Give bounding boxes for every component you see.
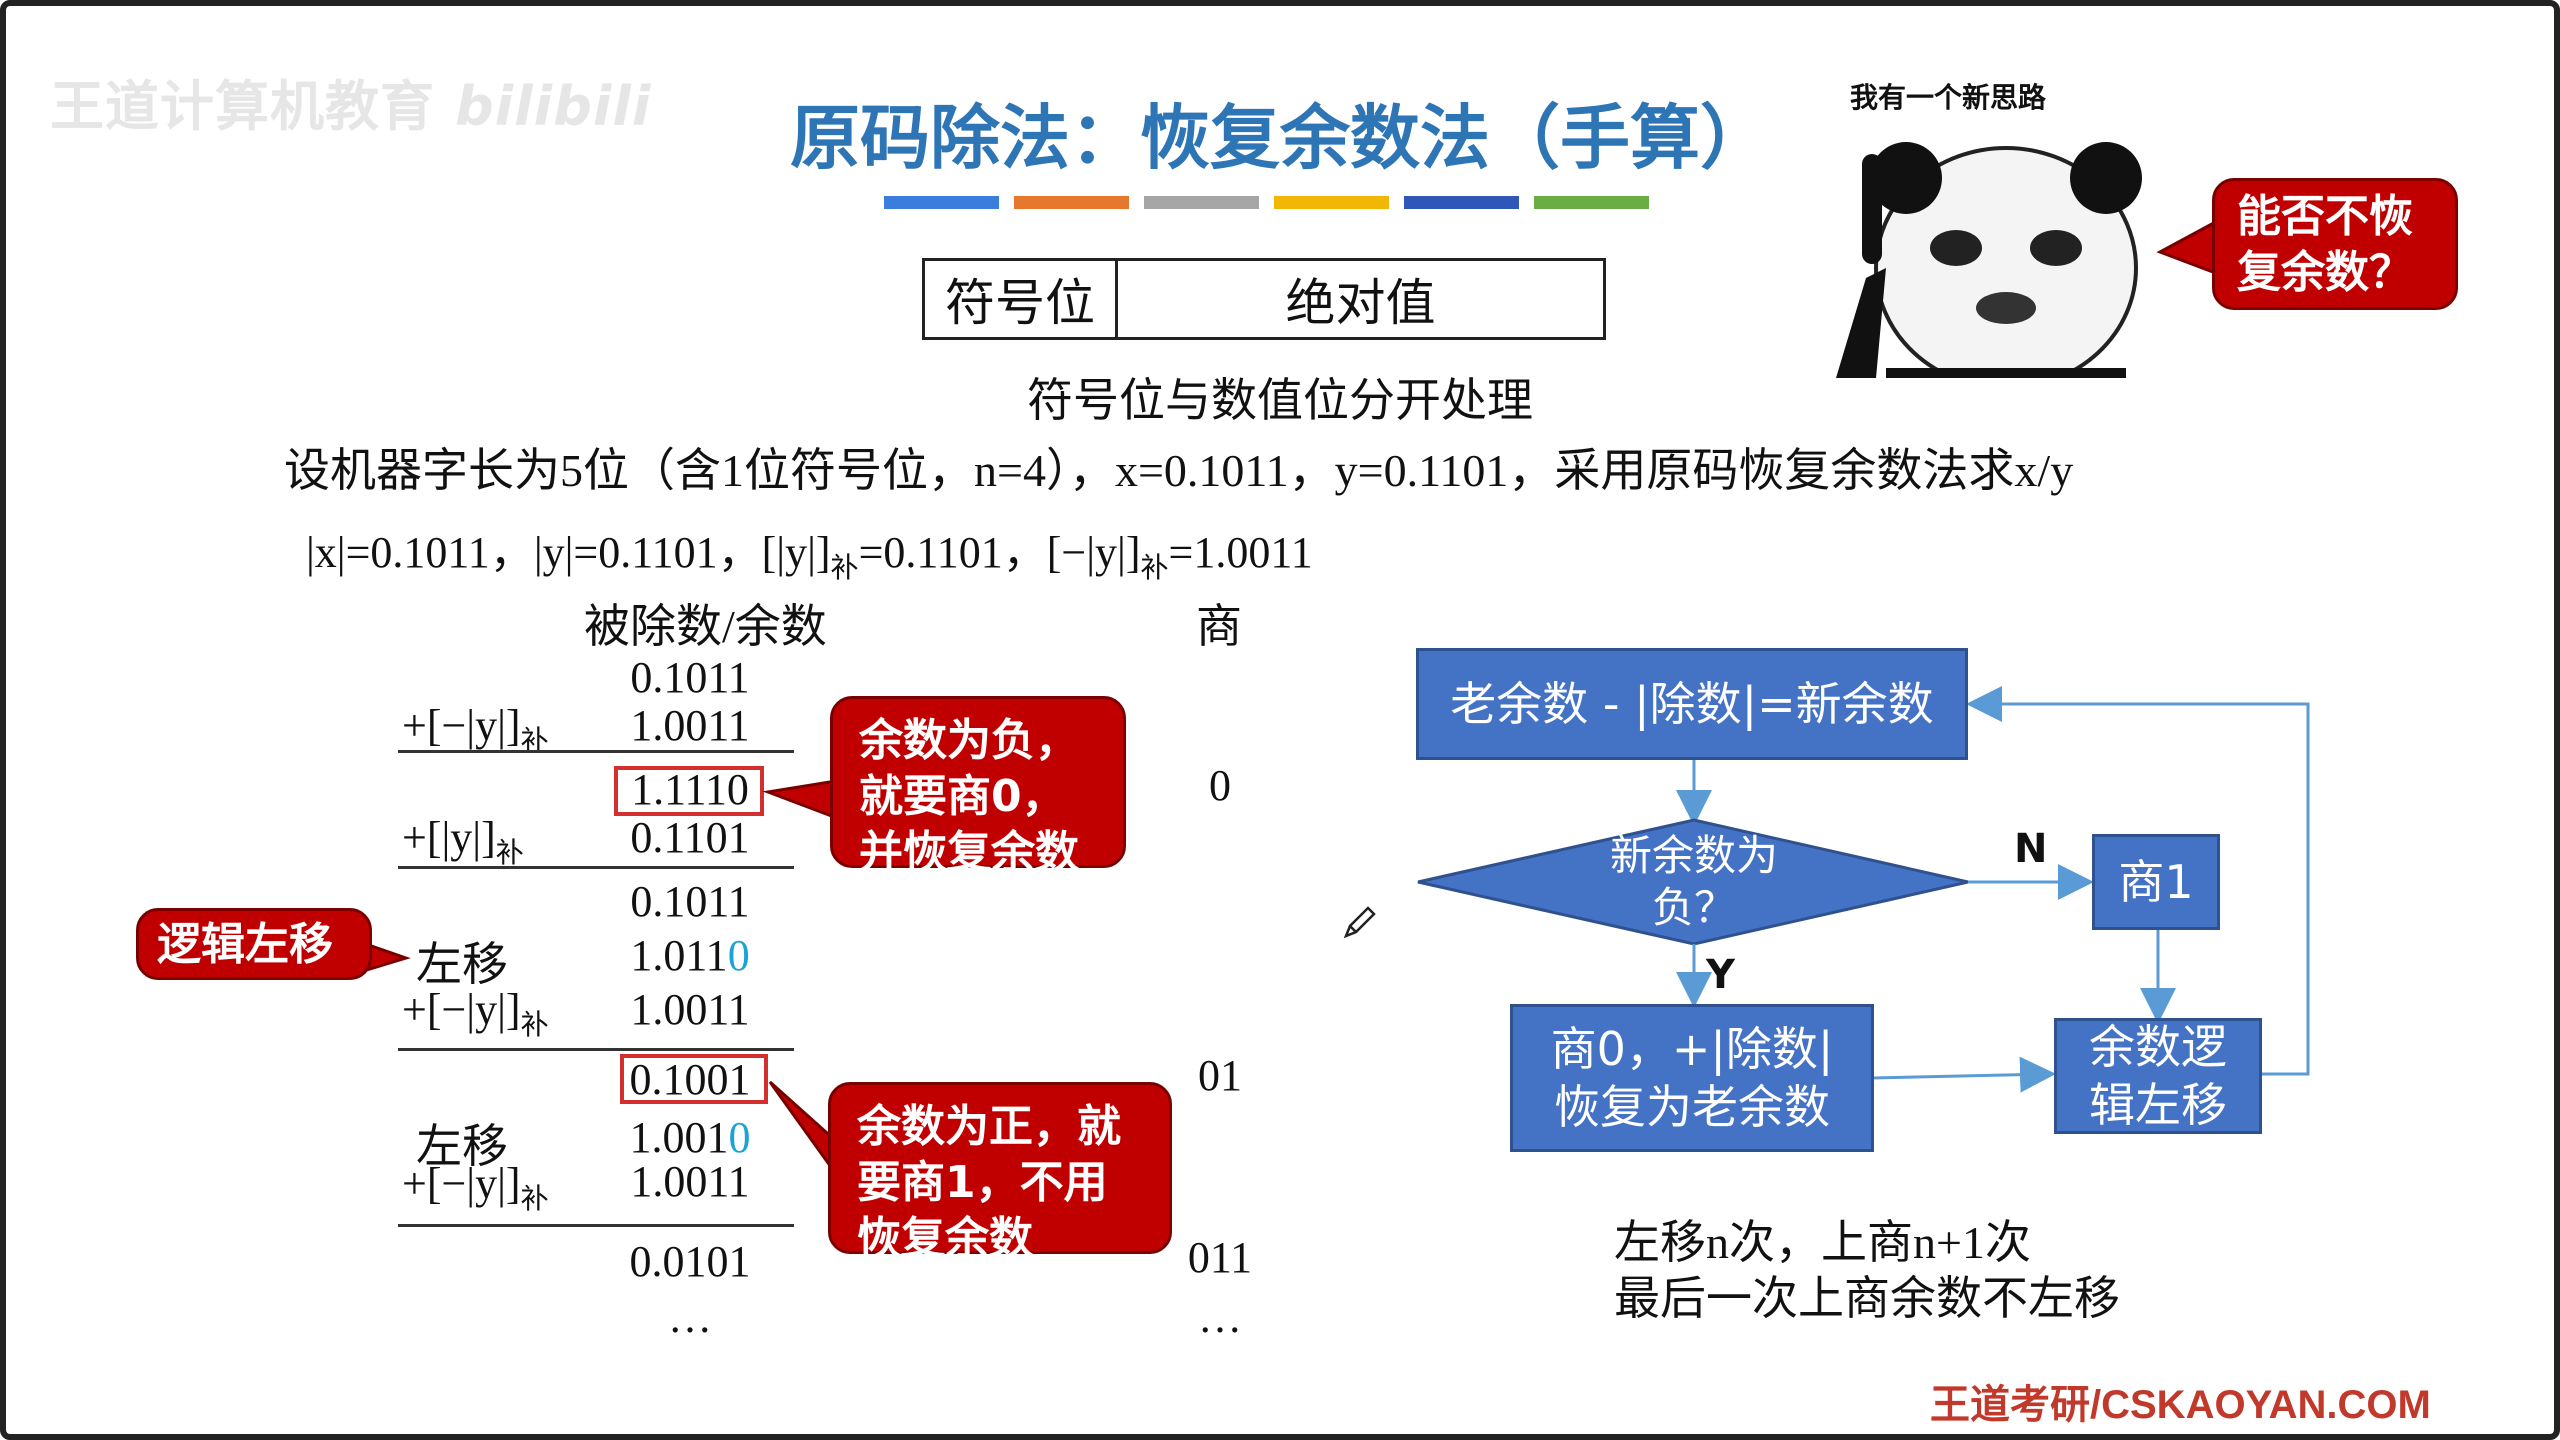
operand-3: 1.0011 — [630, 985, 750, 1034]
sum-line-2 — [398, 866, 794, 869]
remainder-2: 0.1011 — [630, 877, 750, 926]
branch-yes-label: Y — [1706, 952, 1735, 998]
slide-title: 原码除法：恢复余数法（手算） — [790, 97, 1770, 179]
pencil-icon[interactable] — [1342, 904, 1378, 940]
title-bar-segment — [1274, 196, 1389, 209]
remainder-1: 1.1110 — [631, 765, 749, 814]
footer-brand: 王道考研/CSKAOYAN.COM — [1930, 1383, 2431, 1427]
positive-remainder-callout: 余数为正，就要商1，不用恢复余数 — [828, 1082, 1172, 1264]
sum-line-4 — [398, 1224, 794, 1227]
watermark-platform: bilibili — [455, 75, 652, 138]
operand-values: |x|=0.1011，|y|=0.1101，[|y|]补=0.1101，[−|y… — [306, 516, 1313, 586]
quotient-one-box: 商1 — [2092, 834, 2220, 930]
quotient-3: 011 — [1187, 1233, 1253, 1282]
title-bar-segment — [1144, 196, 1259, 209]
note-last-step: 最后一次上商余数不左移 — [1614, 1273, 2120, 1324]
shifted-remainder-1: 1.0110 — [630, 931, 750, 980]
logical-shift-callout: 逻辑左移 — [136, 908, 372, 980]
sum-line-3 — [398, 1048, 794, 1051]
neg-y-comp-value: =1.0011 — [1168, 528, 1313, 577]
panda-meme-icon — [1836, 142, 2142, 378]
remainder-4: 0.0101 — [629, 1237, 751, 1286]
shift-label-2: 左移 — [416, 1121, 508, 1172]
y-comp: [|y|] — [761, 528, 831, 577]
op-add-neg-y-1: +[−|y|]补 — [402, 701, 549, 757]
y-comp-sub: 补 — [830, 553, 859, 584]
watermark: 王道计算机教育 bilibili — [50, 62, 651, 141]
dividend-column-header: 被除数/余数 — [584, 601, 827, 652]
quotient-2: 01 — [1198, 1051, 1242, 1100]
problem-statement: 设机器字长为5位（含1位符号位，n=4），x=0.1011，y=0.1101，采… — [284, 445, 2074, 496]
quotient-ellipsis: … — [1198, 1293, 1242, 1342]
title-bar-segment — [1404, 196, 1519, 209]
neg-y-comp: [−|y|] — [1046, 528, 1141, 577]
sign-magnitude-format: 符号位 绝对值 — [922, 258, 1606, 340]
remainder-ellipsis: … — [668, 1293, 712, 1342]
title-bar-segment — [1534, 196, 1649, 209]
operand-2: 0.1101 — [630, 813, 750, 862]
op-add-neg-y-2: +[−|y|]补 — [402, 985, 549, 1041]
negative-remainder-box — [614, 766, 764, 816]
quotient-column-header: 商 — [1196, 601, 1242, 652]
op-add-neg-y-3: +[−|y|]补 — [402, 1159, 549, 1215]
subtract-divisor-step: 老余数 - |除数|=新余数 — [1416, 648, 1968, 760]
y-comp-value: =0.1101， — [858, 528, 1047, 577]
sum-line-1 — [398, 750, 794, 753]
operand-4: 1.0011 — [630, 1157, 750, 1206]
meme-speech-bubble: 能否不恢复余数？ — [2212, 178, 2458, 310]
remainder-0: 0.1011 — [630, 653, 750, 702]
sign-bit-cell: 符号位 — [925, 261, 1118, 337]
operand-1: 1.0011 — [630, 701, 750, 750]
positive-remainder-box — [620, 1054, 768, 1104]
negative-remainder-callout: 余数为负，就要商0，并恢复余数 — [830, 696, 1126, 878]
shift-label-1: 左移 — [416, 939, 508, 990]
branch-no-label: N — [2014, 826, 2048, 872]
y-abs: |y|=0.1101， — [533, 528, 762, 577]
note-shift-count: 左移n次，上商n+1次 — [1614, 1217, 2031, 1268]
decision-label: 新余数为负？ — [1609, 831, 1778, 932]
op-add-y: +[|y|]补 — [402, 813, 524, 869]
x-abs: |x|=0.1011， — [306, 528, 534, 577]
title-bar-segment — [884, 196, 999, 209]
shifted-remainder-2: 1.0010 — [629, 1113, 751, 1162]
quotient-1: 0 — [1209, 761, 1231, 810]
neg-y-comp-sub: 补 — [1140, 553, 1169, 584]
meme-caption: 我有一个新思路 — [1850, 81, 2047, 114]
remainder-3: 0.1001 — [629, 1055, 751, 1104]
shift-left-box: 余数逻辑左移 — [2054, 1018, 2262, 1134]
watermark-org: 王道计算机教育 — [50, 75, 435, 138]
magnitude-cell: 绝对值 — [1285, 275, 1436, 331]
title-bar-segment — [1014, 196, 1129, 209]
quotient-zero-restore-box: 商0，+|除数|恢复为老余数 — [1510, 1004, 1874, 1152]
subtitle: 符号位与数值位分开处理 — [1027, 375, 1533, 426]
